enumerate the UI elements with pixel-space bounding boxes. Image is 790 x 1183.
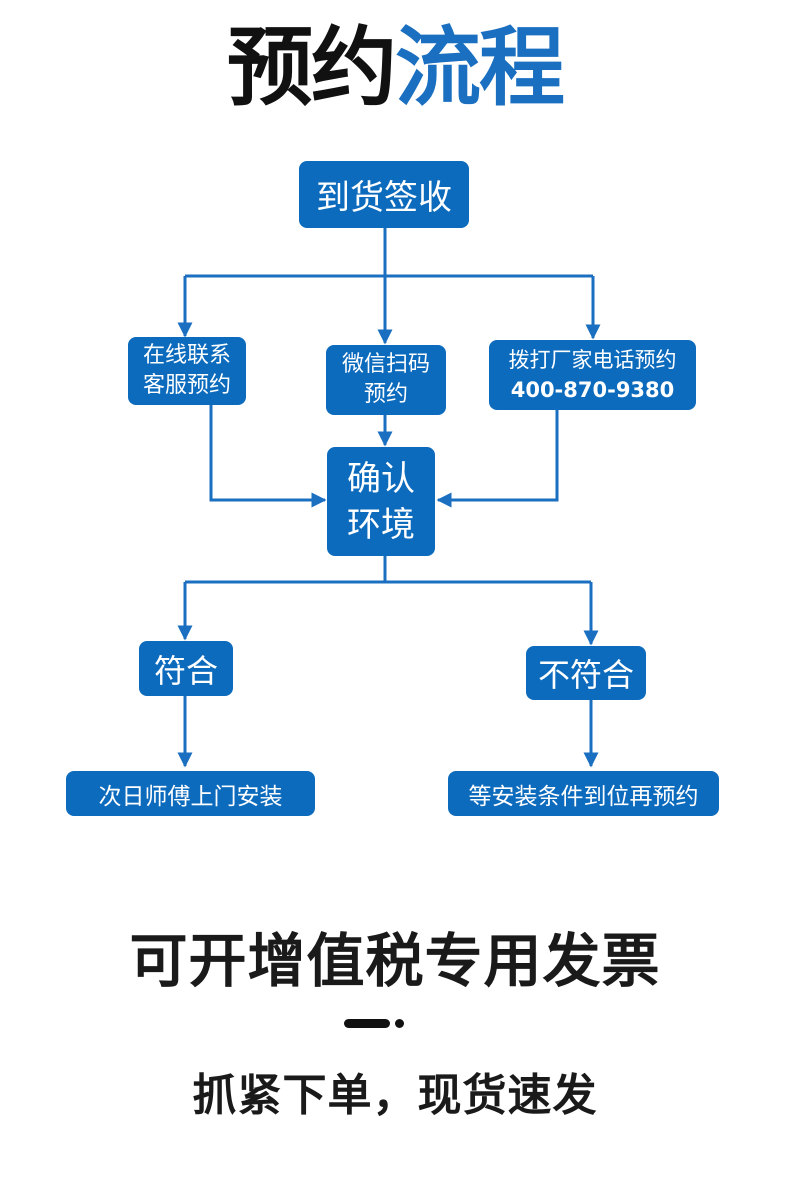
divider-dash xyxy=(344,1019,390,1028)
option-online-line1: 在线联系 xyxy=(142,343,231,368)
invoice-heading: 可开增值税专用发票 xyxy=(129,927,661,995)
option-online-service: 在线联系 客服预约 xyxy=(128,337,246,405)
step-confirm-environment: 确认 环境 xyxy=(327,447,435,556)
branch-not-match: 不符合 xyxy=(526,646,646,700)
branch-not-match-label: 不符合 xyxy=(537,656,634,694)
result-not-match: 等安装条件到位再预约 xyxy=(448,771,719,816)
branch-match: 符合 xyxy=(139,641,233,696)
result-match: 次日师傅上门安装 xyxy=(66,771,315,816)
arrow-online-to-confirm xyxy=(209,405,327,508)
slogan-text: 抓紧下单，现货速发 xyxy=(192,1070,598,1121)
step-start: 到货签收 xyxy=(299,161,469,228)
result-not-match-label: 等安装条件到位再预约 xyxy=(468,783,699,810)
confirm-line1: 确认 xyxy=(347,458,415,499)
option-phone-number: 400-870-9380 xyxy=(510,378,675,402)
title-part-blue: 流程 xyxy=(395,18,565,118)
confirm-line2: 环境 xyxy=(347,504,415,545)
option-phone-call: 拨打厂家电话预约 400-870-9380 xyxy=(489,340,696,410)
option-wechat-line2: 预约 xyxy=(363,382,408,407)
title-part-dark: 预约 xyxy=(227,18,397,118)
option-wechat-scan: 微信扫码 预约 xyxy=(326,345,446,415)
result-match-label: 次日师傅上门安装 xyxy=(98,783,283,810)
arrow-phone-to-confirm xyxy=(436,410,559,508)
option-online-line2: 客服预约 xyxy=(142,373,231,398)
option-phone-line1: 拨打厂家电话预约 xyxy=(508,348,677,372)
page-title: 预约流程 xyxy=(0,18,790,118)
option-wechat-line1: 微信扫码 xyxy=(341,352,430,377)
step-start-label: 到货签收 xyxy=(316,178,452,218)
divider-dot xyxy=(395,1019,404,1028)
branch-match-label: 符合 xyxy=(153,651,218,690)
